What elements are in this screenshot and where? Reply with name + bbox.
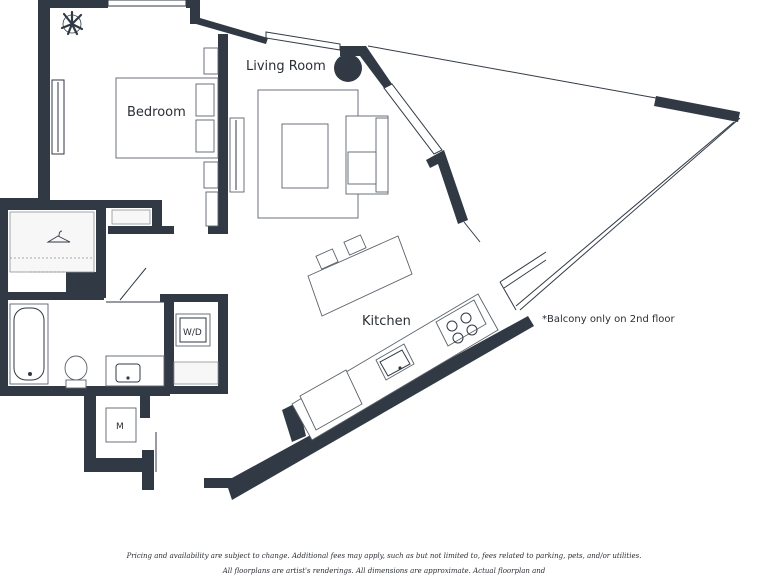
bedroom-furniture [60,10,245,227]
nightstand-bottom [203,161,219,189]
wall-bedroom-left [38,0,108,200]
washer-dryer [175,313,211,347]
washer-dryer-inner [179,317,207,343]
wall-closet-base [0,292,104,300]
balcony-rail-top [367,45,657,99]
nightstand-top [203,47,219,75]
wall-bath-right [164,294,174,394]
mechanical-unit [105,407,137,443]
dresser [205,191,219,227]
balcony-door [499,251,547,283]
wall-wd-bottom [170,386,228,394]
hall-closet-shelf [111,209,151,225]
wall-angled-lower [426,150,468,224]
walls [0,0,740,500]
wall-closet-top [0,200,104,210]
stool-1 [315,248,339,270]
wall-bedroom-living-stub [208,226,228,234]
balcony-rail-right-2 [515,121,735,307]
bathtub-inner [13,307,45,381]
vanity-sink [115,363,141,383]
toilet-bowl [64,355,88,381]
wall-wd-top [160,294,228,302]
closet-bath-fixtures [9,209,219,472]
sofa-seat [347,151,377,185]
wall-hall-closet-right [152,200,162,234]
window-angled [383,83,443,155]
room-label-mech: M [116,422,124,432]
refrigerator [299,369,363,431]
wall-wd-right [218,294,228,394]
faucet-icon [126,376,130,380]
wall-balcony-top [654,96,740,122]
balcony-door-jamb [499,281,517,311]
wall-angled-upper [340,46,392,88]
hanger-icon [46,230,71,243]
bathtub [9,303,49,385]
plant-icon [60,10,84,36]
drain-icon [28,372,32,376]
kitchen-sink [375,343,415,381]
wd-shelf [173,361,219,385]
wall-kitchen-diagonal [204,316,534,500]
pillow-bottom [195,119,215,153]
disclaimer-line-2: All floorplans are artist's renderings. … [222,567,546,575]
kitchen-island [307,235,413,317]
column [334,54,362,82]
sofa-back [375,117,389,193]
wall-closet-right [96,208,106,278]
balcony-note: *Balcony only on 2nd floor [542,314,676,325]
stool-2 [343,234,367,256]
kitchen-fixtures [291,293,499,441]
room-label-wd: W/D [183,328,202,338]
wall-bedroom-living [218,34,228,234]
toilet-tank [65,379,87,389]
window-living-top [265,31,341,51]
wall-mech-right [140,392,150,418]
tv-console [229,117,245,193]
windows [51,0,741,311]
disclaimer-line-1: Pricing and availability are subject to … [126,552,642,560]
room-label-living: Living Room [246,59,326,74]
balcony-door-2 [503,259,547,289]
closet-door [119,267,147,301]
coffee-table [281,123,329,189]
balcony-rail-right [519,117,741,311]
living-furniture [257,89,413,317]
room-label-kitchen: Kitchen [362,314,411,329]
wall-hall-closet-top [104,200,160,208]
wall-bath-bottom [0,386,170,396]
wall-jog-top [190,0,268,44]
wall-hall-closet-bottom [108,226,174,234]
wall-mech-right-low [142,450,154,490]
room-label-bedroom: Bedroom [127,105,186,120]
window-bedroom-top [107,0,187,7]
cooktop [435,299,487,347]
door-angled [463,221,481,243]
wall-mech [84,392,146,472]
pillow-top [195,83,215,117]
window-bedroom-left [51,79,65,155]
